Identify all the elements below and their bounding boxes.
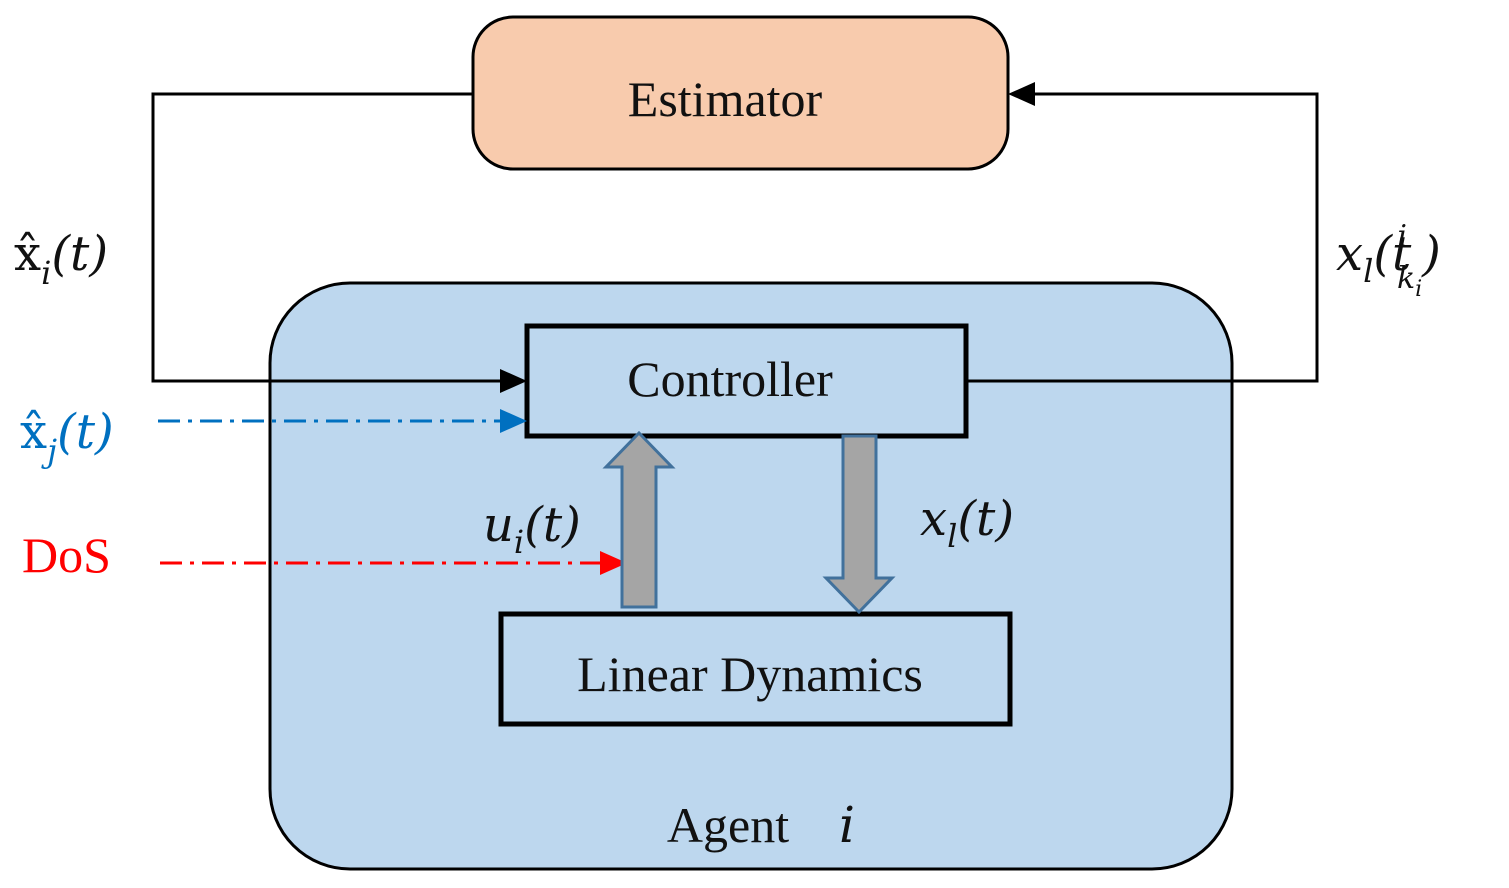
controller-block — [524, 323, 969, 439]
agent-label: Agent — [667, 797, 789, 853]
linear-dynamics-label: Linear Dynamics — [577, 646, 923, 702]
agent-index-label: i — [839, 796, 855, 854]
dos-arrowhead — [600, 551, 627, 575]
linear-dynamics-block — [498, 611, 1013, 727]
controller-to-estimator-connector — [966, 92, 1319, 383]
xhat-i-label: x̂i(t) — [14, 226, 108, 292]
dos-label: DoS — [22, 527, 111, 583]
x-l-label: xl(t) — [920, 491, 1014, 555]
controller-label: Controller — [627, 351, 833, 407]
state-feedback-thick-arrow — [822, 434, 896, 615]
u-i-label: ui(t) — [483, 497, 581, 561]
controller-to-estimator-arrowhead — [1008, 82, 1035, 106]
xhat-j-arrowhead — [500, 409, 527, 433]
xhat-j-label: x̂j(t) — [20, 404, 114, 470]
estimator-to-controller-arrowhead — [500, 369, 527, 393]
control-input-thick-arrow — [602, 430, 676, 609]
estimator-to-controller-connector — [151, 92, 519, 383]
estimator-label: Estimator — [628, 71, 823, 127]
